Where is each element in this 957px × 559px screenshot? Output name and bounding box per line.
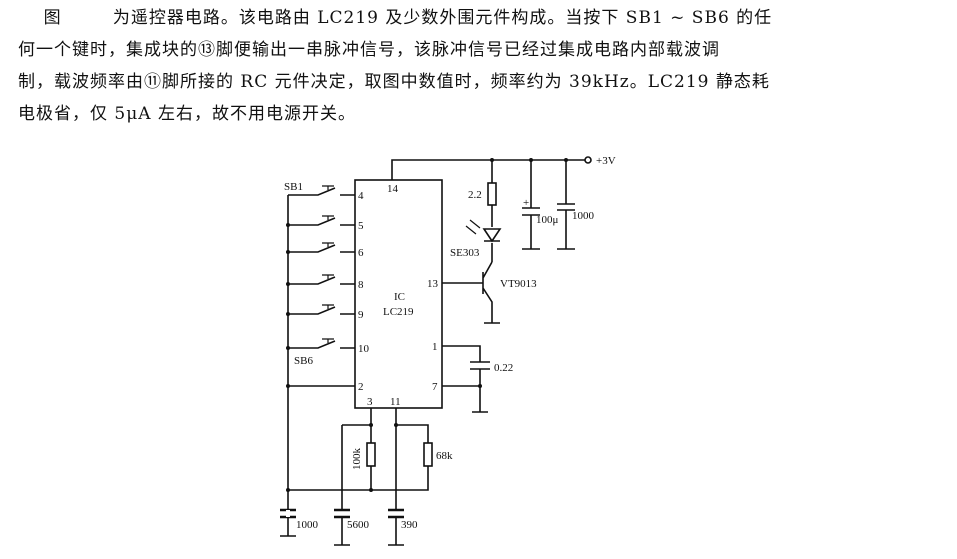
resistor-68k [423,442,433,467]
pin-8-label: 8 [358,279,364,291]
pin-7-label: 7 [432,381,438,393]
resistor-2-2-label: 2.2 [468,189,482,201]
key-switches [288,187,355,387]
resistor-68k-label: 68k [436,450,453,462]
capacitor-100u-label: 100μ [536,214,559,226]
pin-4-label: 4 [358,190,364,202]
resistor-100k [366,442,376,467]
led-icon [482,228,502,243]
paragraph-line-1: 图 为遥控器电路。该电路由 LC219 及少数外围元件构成。当按下 SB1 ~ … [18,8,773,28]
pin-9-label: 9 [358,309,364,321]
capacitor-1000-supply [557,160,575,250]
capacitor-390-label: 390 [401,519,418,531]
bottom-capacitors [280,508,404,519]
pin-3-label: 3 [367,396,373,408]
pin-1-label: 1 [432,341,438,353]
capacitor-1000-supply-label: 1000 [572,210,595,222]
capacitor-1000-label: 1000 [296,519,319,531]
ic-body [354,179,443,409]
led-emission-arrows [465,219,481,235]
transistor-label: VT9013 [500,278,537,290]
capacitor-100u [522,160,540,250]
switch-sb1-label: SB1 [284,181,303,193]
pin-5-label: 5 [358,220,364,232]
switch-sb6-label: SB6 [294,355,313,367]
transistor-icon [442,261,500,324]
pin-14-label: 14 [387,183,399,195]
ic-label: IC [394,291,405,303]
switch-buttons [322,185,334,343]
capacitor-5600-label: 5600 [347,519,370,531]
led-label: SE303 [450,247,480,259]
pin-10-label: 10 [358,343,370,355]
supply-label: +3V [596,155,616,167]
ic-model: LC219 [383,306,414,318]
supply-rail [391,159,585,180]
pin-2-label: 2 [358,381,364,393]
resistor-100k-label: 100k [351,448,363,471]
paragraph-line-2: 何一个键时，集成块的⑬脚便输出一串脉冲信号，该脉冲信号已经过集成电路内部载波调 [18,40,720,60]
pin-6-label: 6 [358,247,364,259]
supply-terminal [584,156,592,164]
pin-11-label: 11 [390,396,401,408]
junction-dots [286,158,568,492]
paragraph-line-3: 制，载波频率由⑪脚所接的 RC 元件决定，取图中数值时，频率约为 39kHz。L… [18,72,770,92]
capacitor-0-22-label: 0.22 [494,362,513,374]
pin-13-label: 13 [427,278,439,290]
resistor-2-2 [487,182,497,206]
plus-sign: + [523,197,529,209]
rc-wires-pin11 [288,408,429,546]
paragraph-line-4: 电极省，仅 5μA 左右，故不用电源开关。 [18,104,356,124]
capacitor-0-22 [442,345,490,413]
